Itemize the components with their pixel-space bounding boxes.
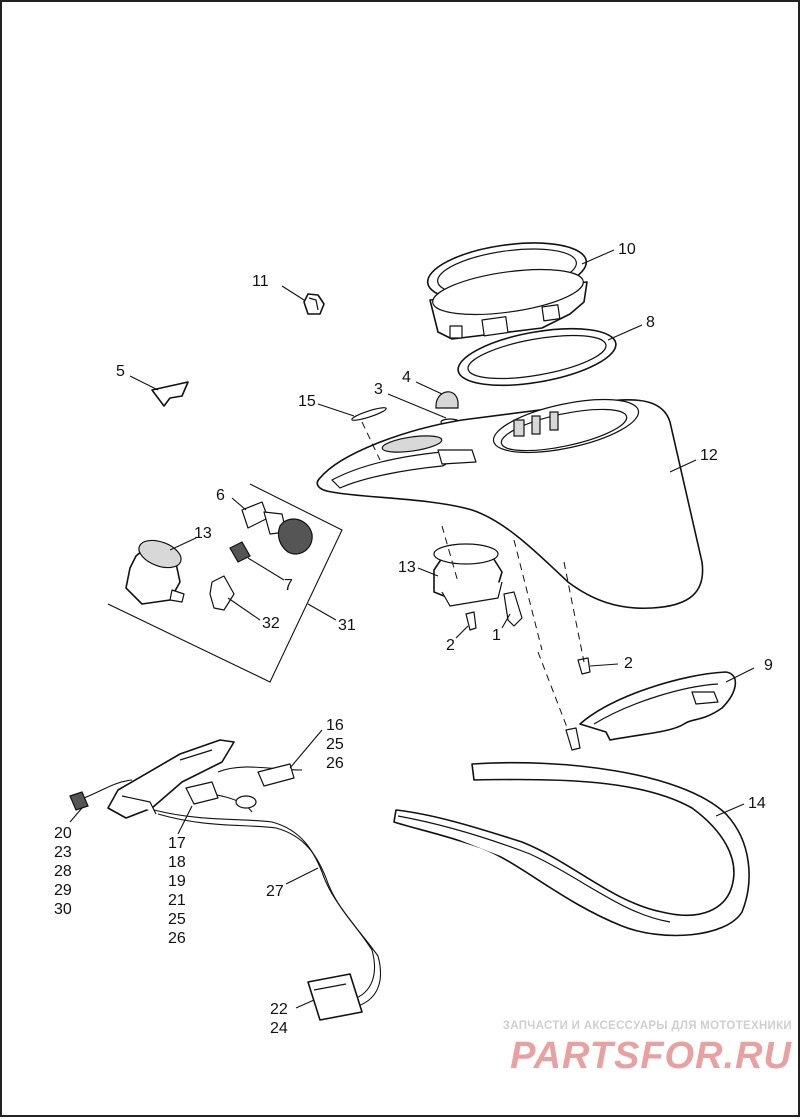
- gauge-part: [426, 242, 588, 340]
- callout-2-right: 2: [624, 655, 633, 672]
- callout-22-24: 22 24: [270, 1001, 292, 1037]
- screw-part-2a: [465, 611, 477, 631]
- callout-8: 8: [646, 314, 655, 331]
- clip-part: [303, 293, 325, 315]
- callout-16-25-26: 16 25 26: [326, 717, 348, 772]
- lower-bracket-part: [579, 671, 737, 741]
- bracket-part: [151, 381, 189, 407]
- watermark-caption: ЗАПЧАСТИ И АКСЕССУАРЫ ДЛЯ МОТОТЕХНИКИ: [502, 1020, 792, 1032]
- callout-13-right: 13: [398, 559, 416, 576]
- watermark: ЗАПЧАСТИ И АКСЕССУАРЫ ДЛЯ МОТОТЕХНИКИ PA…: [472, 1020, 792, 1076]
- callout-17-group: 17 18 19 21 25 26: [168, 835, 190, 947]
- callout-3: 3: [374, 381, 383, 398]
- callout-labels: 10 11 8 5 3 4 15 12 6 13 13 7 32 31 2 1 …: [54, 241, 773, 1037]
- callout-4: 4: [402, 369, 411, 386]
- trim-strip-part: [393, 761, 750, 937]
- callout-12: 12: [700, 447, 718, 464]
- callout-20-group: 20 23 28 29 30: [54, 825, 76, 918]
- wiring-harness-part: [69, 739, 381, 1021]
- lock-assembly-part: [125, 539, 185, 605]
- key-cylinder-part: [241, 501, 313, 555]
- callout-2-left: 2: [446, 637, 455, 654]
- callout-11: 11: [252, 273, 269, 290]
- callout-13-left: 13: [194, 525, 212, 542]
- key-part-32: [209, 575, 235, 611]
- callout-27: 27: [266, 883, 284, 900]
- callout-7: 7: [284, 577, 293, 594]
- screw-part-2b: [577, 657, 591, 675]
- console-housing-part: [316, 398, 704, 610]
- callout-9: 9: [764, 657, 773, 674]
- gauge-gasket-part: [457, 327, 617, 387]
- o-ring-part: [351, 407, 387, 421]
- callout-32: 32: [262, 615, 280, 632]
- alignment-lines: [361, 421, 585, 731]
- callout-15: 15: [298, 393, 316, 410]
- acorn-nut-part: [435, 391, 460, 426]
- ignition-switch-part: [433, 543, 503, 607]
- callout-5: 5: [116, 363, 125, 380]
- screw-part-2c: [565, 727, 581, 751]
- key-part-7: [229, 541, 251, 563]
- callout-14: 14: [748, 795, 766, 812]
- callout-10: 10: [618, 241, 636, 258]
- callout-31: 31: [338, 617, 356, 634]
- leader-lines: [69, 249, 755, 1009]
- ignition-kit-group: [107, 483, 343, 683]
- callout-6: 6: [216, 487, 225, 504]
- watermark-logo: PARTSFOR.RU: [510, 1035, 792, 1077]
- screw-part-1: [503, 591, 523, 627]
- callout-1: 1: [492, 627, 501, 644]
